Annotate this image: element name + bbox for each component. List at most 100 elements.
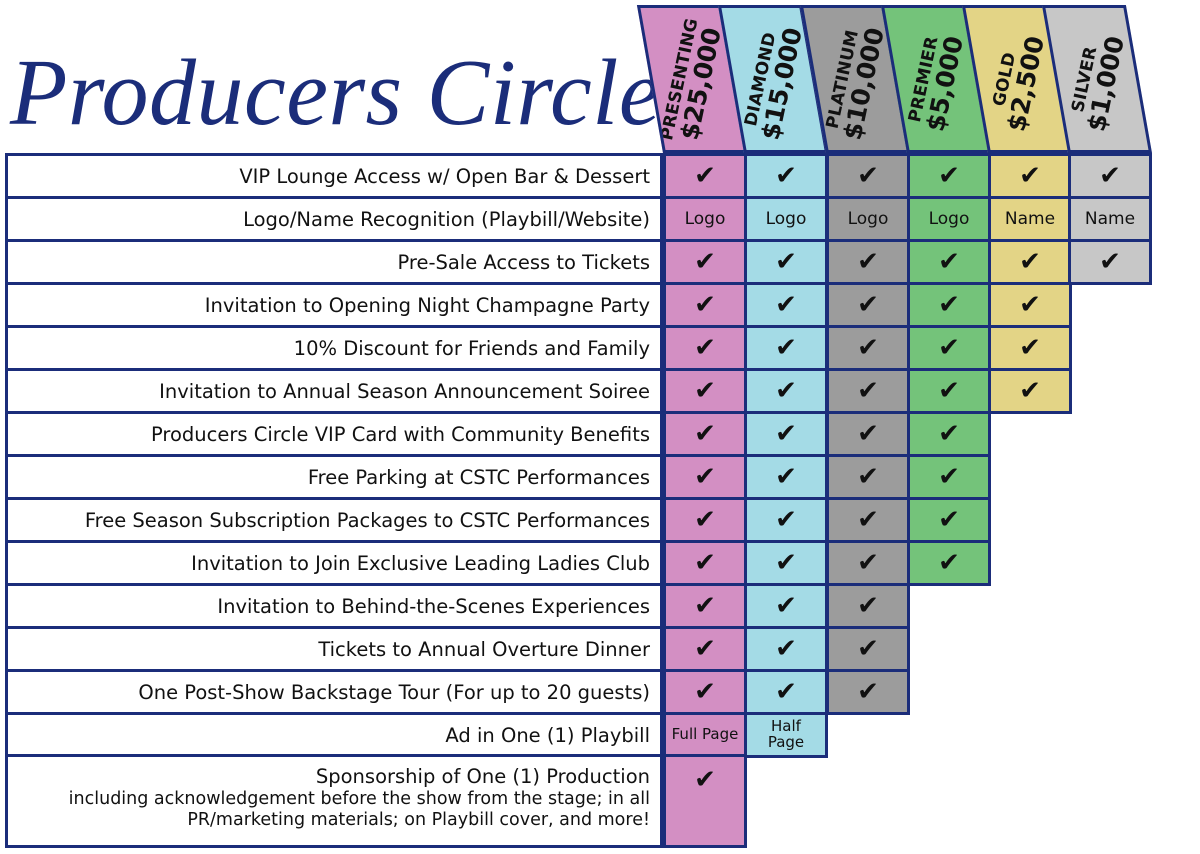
benefit-label-text: Invitation to Opening Night Champagne Pa… — [204, 293, 650, 317]
checkmark-icon: ✔ — [694, 677, 716, 707]
benefit-label-text: Free Parking at CSTC Performances — [307, 465, 650, 489]
benefit-label: Invitation to Behind-the-Scenes Experien… — [5, 583, 663, 629]
tier-cell-platinum: ✔ — [826, 282, 910, 328]
tier-cell-platinum: Logo — [826, 196, 910, 242]
benefit-label: Free Season Subscription Packages to CST… — [5, 497, 663, 543]
checkmark-icon: ✔ — [857, 161, 879, 191]
checkmark-icon: ✔ — [857, 333, 879, 363]
benefit-label-text: One Post-Show Backstage Tour (For up to … — [138, 680, 650, 704]
benefit-label: 10% Discount for Friends and Family — [5, 325, 663, 371]
tier-cell-diamond: ✔ — [744, 626, 828, 672]
benefit-label: One Post-Show Backstage Tour (For up to … — [5, 669, 663, 715]
checkmark-icon: ✔ — [1019, 247, 1041, 277]
benefit-label: Free Parking at CSTC Performances — [5, 454, 663, 500]
benefit-label: Tickets to Annual Overture Dinner — [5, 626, 663, 672]
checkmark-icon: ✔ — [857, 634, 879, 664]
tier-cell-gold: ✔ — [988, 239, 1072, 285]
benefit-label-text: Logo/Name Recognition (Playbill/Website) — [243, 207, 650, 231]
checkmark-icon: ✔ — [857, 462, 879, 492]
tier-cell-premier: ✔ — [907, 540, 991, 586]
tier-cell-diamond: ✔ — [744, 669, 828, 715]
tier-cell-silver: ✔ — [1068, 153, 1152, 199]
tier-cell-presenting: ✔ — [663, 583, 747, 629]
checkmark-icon: ✔ — [1099, 247, 1121, 277]
tier-cell-presenting: ✔ — [663, 368, 747, 414]
checkmark-icon: ✔ — [694, 376, 716, 406]
checkmark-icon: ✔ — [938, 548, 960, 578]
tier-cell-platinum: ✔ — [826, 325, 910, 371]
tier-cell-platinum: ✔ — [826, 239, 910, 285]
tier-cell-platinum: ✔ — [826, 454, 910, 500]
tier-cell-platinum: ✔ — [826, 497, 910, 543]
checkmark-icon: ✔ — [775, 247, 797, 277]
checkmark-icon: ✔ — [694, 505, 716, 535]
checkmark-icon: ✔ — [938, 333, 960, 363]
checkmark-icon: ✔ — [857, 548, 879, 578]
checkmark-icon: ✔ — [1019, 161, 1041, 191]
tier-cell-platinum: ✔ — [826, 540, 910, 586]
checkmark-icon: ✔ — [938, 247, 960, 277]
tier-cell-premier: ✔ — [907, 497, 991, 543]
checkmark-icon: ✔ — [694, 634, 716, 664]
checkmark-icon: ✔ — [938, 462, 960, 492]
benefit-label: VIP Lounge Access w/ Open Bar & Dessert — [5, 153, 663, 199]
checkmark-icon: ✔ — [775, 333, 797, 363]
tier-cell-platinum: ✔ — [826, 368, 910, 414]
checkmark-icon: ✔ — [775, 677, 797, 707]
checkmark-icon: ✔ — [1019, 333, 1041, 363]
cell-value: Name — [1084, 209, 1136, 229]
benefit-label: Ad in One (1) Playbill — [5, 712, 663, 758]
checkmark-icon: ✔ — [694, 333, 716, 363]
tier-cell-diamond: ✔ — [744, 454, 828, 500]
cell-value: Logo — [928, 209, 970, 229]
tier-cell-gold: ✔ — [988, 325, 1072, 371]
tier-cell-gold: ✔ — [988, 282, 1072, 328]
tier-cell-premier: ✔ — [907, 239, 991, 285]
tier-cell-platinum: ✔ — [826, 411, 910, 457]
checkmark-icon: ✔ — [857, 247, 879, 277]
tier-cell-presenting: ✔ — [663, 497, 747, 543]
checkmark-icon: ✔ — [1019, 290, 1041, 320]
tier-cell-gold: Name — [988, 196, 1072, 242]
checkmark-icon: ✔ — [775, 505, 797, 535]
checkmark-icon: ✔ — [938, 161, 960, 191]
benefit-label: Invitation to Opening Night Champagne Pa… — [5, 282, 663, 328]
benefit-label-text: Invitation to Annual Season Announcement… — [159, 379, 650, 403]
tier-cell-silver: ✔ — [1068, 239, 1152, 285]
checkmark-icon: ✔ — [694, 419, 716, 449]
benefit-label-text: Invitation to Behind-the-Scenes Experien… — [217, 594, 650, 618]
benefit-label-text: Pre-Sale Access to Tickets — [397, 250, 650, 274]
checkmark-icon: ✔ — [694, 290, 716, 320]
checkmark-icon: ✔ — [694, 247, 716, 277]
checkmark-icon: ✔ — [775, 376, 797, 406]
cell-value: Name — [1004, 209, 1056, 229]
tier-header-text: SILVER$1,000 — [1061, 5, 1133, 153]
tier-cell-platinum: ✔ — [826, 153, 910, 199]
tier-cell-premier: Logo — [907, 196, 991, 242]
tier-cell-diamond: ✔ — [744, 239, 828, 285]
checkmark-icon: ✔ — [694, 462, 716, 492]
tier-cell-diamond: Half Page — [744, 712, 828, 758]
checkmark-icon: ✔ — [775, 290, 797, 320]
checkmark-icon: ✔ — [775, 591, 797, 621]
tier-cell-premier: ✔ — [907, 411, 991, 457]
benefit-label: Invitation to Annual Season Announcement… — [5, 368, 663, 414]
checkmark-icon: ✔ — [775, 462, 797, 492]
tier-cell-silver: Name — [1068, 196, 1152, 242]
checkmark-icon: ✔ — [775, 548, 797, 578]
benefit-label: Invitation to Join Exclusive Leading Lad… — [5, 540, 663, 586]
checkmark-icon: ✔ — [1099, 161, 1121, 191]
cell-value: Logo — [684, 209, 726, 229]
checkmark-icon: ✔ — [938, 419, 960, 449]
tier-cell-diamond: ✔ — [744, 153, 828, 199]
checkmark-icon: ✔ — [857, 677, 879, 707]
tier-cell-diamond: ✔ — [744, 282, 828, 328]
checkmark-icon: ✔ — [938, 505, 960, 535]
checkmark-icon: ✔ — [775, 161, 797, 191]
tier-cell-diamond: ✔ — [744, 325, 828, 371]
tier-cell-platinum: ✔ — [826, 583, 910, 629]
checkmark-icon: ✔ — [938, 290, 960, 320]
benefit-label-text: Producers Circle VIP Card with Community… — [150, 422, 650, 446]
benefit-sublabel: including acknowledgement before the sho… — [68, 788, 650, 831]
